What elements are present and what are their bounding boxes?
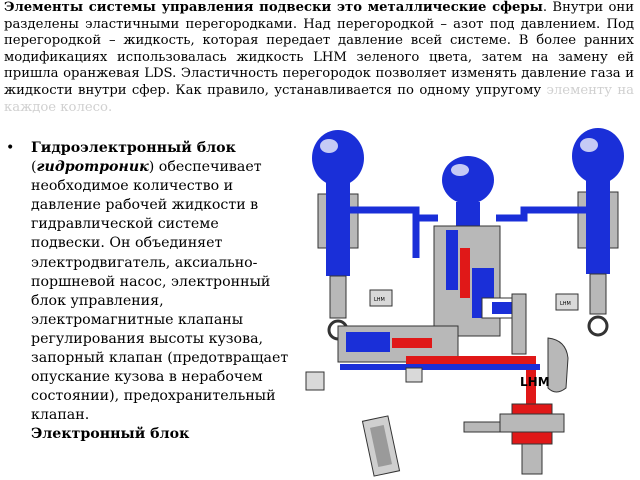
bullet-paren-open: ( [31,159,37,176]
bullet-body: ) обеспечивает необходимое количество и … [31,159,289,424]
intro-heading: Элементы системы управления подвески это… [4,0,543,15]
blue-pipes [350,206,586,258]
bullet-term-alt: гидротроник [36,159,149,176]
hydraulic-block [433,225,527,355]
center-sphere [442,156,494,226]
intro-heading-end: . [542,0,548,15]
lower-block [337,325,540,426]
intro-body: Внутри они разделены эластичными перегор… [4,0,635,98]
bullet-text: Гидроэлектронный блок (гидротроник) обесп… [31,139,296,445]
suspension-diagram-svg: LHM LHM LHM [305,128,624,477]
bullet-dot-icon: • [6,140,15,156]
height-sensors [305,289,579,391]
left-strut [312,130,364,341]
right-strut [572,128,624,337]
center-sphere-icon [442,156,494,204]
intro-faded-tail: элементу на каждое колесо. [4,82,635,115]
ecu-module [361,415,401,477]
intro-paragraph: Элементы системы управления подвески это… [4,0,634,116]
sensor-label-left: LHM [374,297,385,303]
suspension-diagram: LHM LHM LHM [296,118,636,480]
reservoir [547,337,569,393]
sensor-label-right: LHM [560,301,571,307]
lhm-label: LHM [520,375,550,389]
pump-motor [463,403,565,475]
bullet-item: • Гидроэлектронный блок (гидротроник) обе… [4,139,296,445]
left-sphere-icon [312,130,364,186]
bullet-next-term: Электронный блок [31,426,190,443]
bullet-term: Гидроэлектронный блок [31,140,236,156]
right-sphere-icon [572,128,624,184]
